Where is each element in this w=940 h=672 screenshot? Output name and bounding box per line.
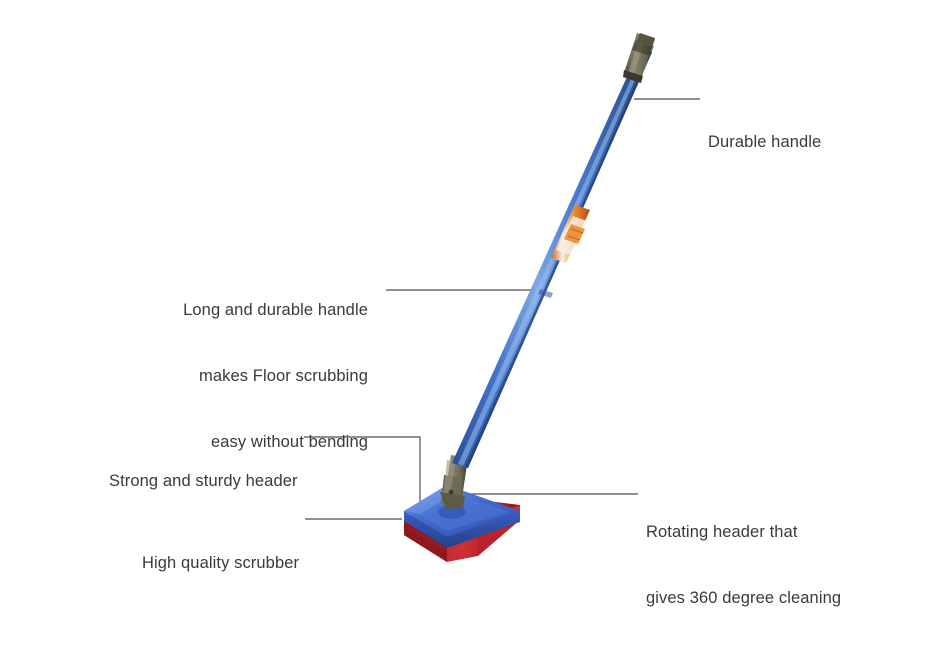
annotation-strong-header: Strong and sturdy header	[109, 426, 298, 536]
annotation-line: Long and durable handle	[183, 301, 368, 319]
annotation-rotating-header: Rotating header that gives 360 degree cl…	[646, 477, 856, 653]
annotation-line: Rotating header that	[646, 523, 798, 541]
leader-line-strong-header	[304, 436, 421, 502]
annotation-line: easy without bending	[210, 433, 368, 451]
annotation-long-handle: Long and durable handle makes Floor scru…	[114, 255, 368, 497]
annotation-line: Strong and sturdy header	[109, 472, 298, 490]
annotation-line: gives 360 degree cleaning	[646, 589, 842, 607]
swivel-joint	[440, 455, 468, 509]
product-sticker	[551, 205, 590, 263]
handle-end-cap	[623, 33, 655, 83]
annotation-line: High quality scrubber	[142, 554, 300, 572]
annotation-high-quality-scrubber: High quality scrubber	[142, 508, 299, 618]
annotation-line: makes Floor scrubbing	[198, 367, 368, 385]
annotation-durable-handle: Durable handle	[708, 87, 821, 197]
leader-lines	[304, 98, 700, 520]
annotation-line: Durable handle	[708, 133, 822, 151]
header-plate	[404, 485, 520, 548]
